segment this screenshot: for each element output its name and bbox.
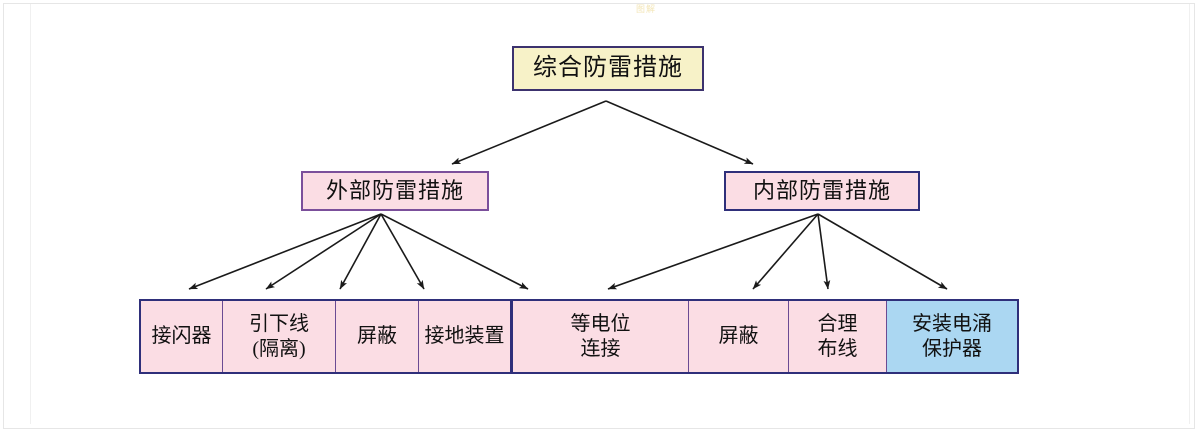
leaf-node-7[interactable]: 合理 布线	[789, 301, 887, 372]
edge-internal-to-leaf-8	[817, 213, 948, 290]
leaf-node-8[interactable]: 安装电涌 保护器	[887, 301, 1017, 372]
edge-external-to-leaf-1	[188, 213, 382, 290]
leaf-node-2[interactable]: 引下线 (隔离)	[223, 301, 336, 372]
edge-external-to-leaf-5	[380, 213, 529, 290]
edge-internal-to-leaf-5	[607, 213, 819, 290]
edge-external-to-leaf-4	[380, 213, 425, 290]
edge-root-to-external	[451, 100, 607, 165]
leaf-node-4[interactable]: 接地装置	[419, 301, 513, 372]
leaf-node-row: 接闪器 引下线 (隔离) 屏蔽 接地装置 等电位 连接 屏蔽 合理 布线 安装电…	[139, 299, 1019, 374]
edge-root-to-internal	[605, 100, 754, 165]
edge-internal-to-leaf-6	[752, 213, 819, 290]
leaf-node-5[interactable]: 等电位 连接	[513, 301, 689, 372]
edge-external-to-leaf-3	[339, 213, 382, 290]
node-external-measures[interactable]: 外部防雷措施	[301, 171, 489, 211]
node-internal-measures[interactable]: 内部防雷措施	[724, 171, 920, 211]
leaf-node-1[interactable]: 接闪器	[141, 301, 223, 372]
edge-internal-to-leaf-7	[817, 213, 831, 290]
edge-external-to-leaf-2	[265, 213, 382, 290]
watermark-text: 图解	[636, 4, 657, 14]
leaf-node-6[interactable]: 屏蔽	[689, 301, 789, 372]
node-root[interactable]: 综合防雷措施	[512, 46, 704, 91]
leaf-node-3[interactable]: 屏蔽	[336, 301, 419, 372]
